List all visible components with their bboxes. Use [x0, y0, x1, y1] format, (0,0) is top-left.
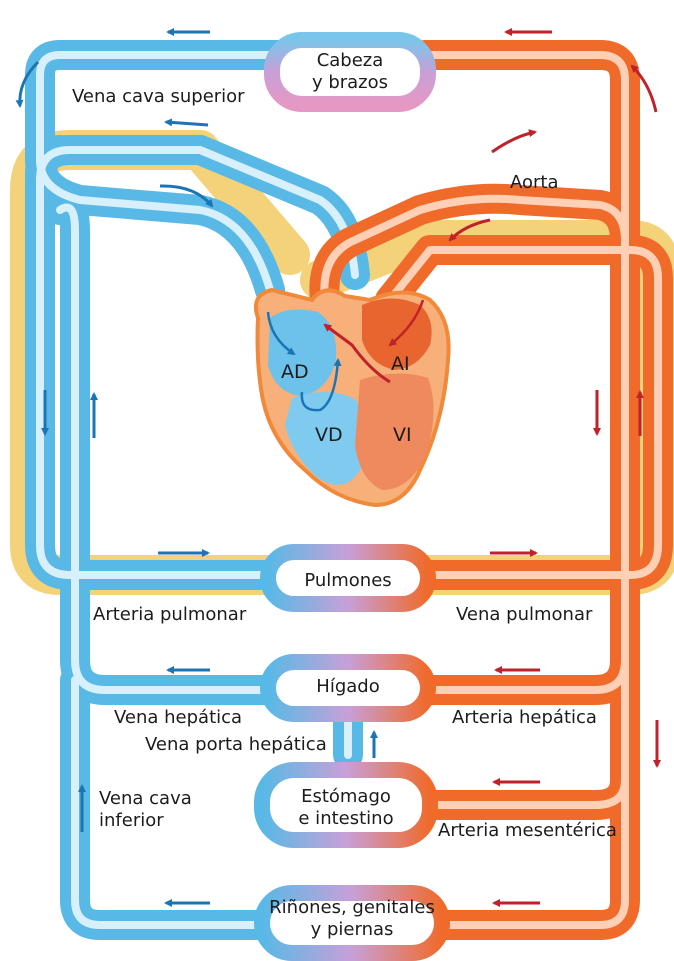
heart — [256, 290, 449, 505]
ivc-label-line1: Vena cava — [99, 788, 192, 810]
pulmonary-vein-label: Vena pulmonar — [456, 604, 592, 626]
head-label-line2: y brazos — [300, 72, 400, 94]
liver-label: Hígado — [290, 676, 406, 698]
ivc-label-line2: inferior — [99, 810, 192, 832]
lower-body-label: Riñones, genitales y piernas — [256, 897, 448, 941]
hepatic-vein-label: Vena hepática — [114, 707, 242, 729]
arrow-svc — [166, 122, 208, 125]
pulmonary-artery-label: Arteria pulmonar — [93, 604, 246, 626]
svc-label: Vena cava superior — [72, 86, 245, 108]
gut-label-line1: Estómago — [280, 786, 412, 808]
ivc-label: Vena cava inferior — [99, 788, 192, 832]
gut-label-line2: e intestino — [280, 808, 412, 830]
arrow-aorta — [492, 132, 535, 152]
portal-vein-label: Vena porta hepática — [145, 734, 327, 756]
aorta-label: Aorta — [510, 172, 559, 194]
liver-label-line1: Hígado — [290, 676, 406, 698]
head-label: Cabeza y brazos — [300, 50, 400, 94]
hepatic-artery-label: Arteria hepática — [452, 707, 597, 729]
heart-label-rv: VD — [315, 424, 343, 446]
heart-label-lv: VI — [393, 424, 412, 446]
lungs-label: Pulmones — [290, 570, 406, 592]
heart-label-ra: AD — [281, 361, 309, 383]
lower-body-label-line1: Riñones, genitales — [256, 897, 448, 919]
gut-label: Estómago e intestino — [280, 786, 412, 830]
heart-label-la: AI — [391, 353, 410, 375]
head-label-line1: Cabeza — [300, 50, 400, 72]
lungs-label-line1: Pulmones — [290, 570, 406, 592]
mesenteric-artery-label: Arteria mesentérica — [438, 820, 617, 842]
lower-body-label-line2: y piernas — [256, 919, 448, 941]
